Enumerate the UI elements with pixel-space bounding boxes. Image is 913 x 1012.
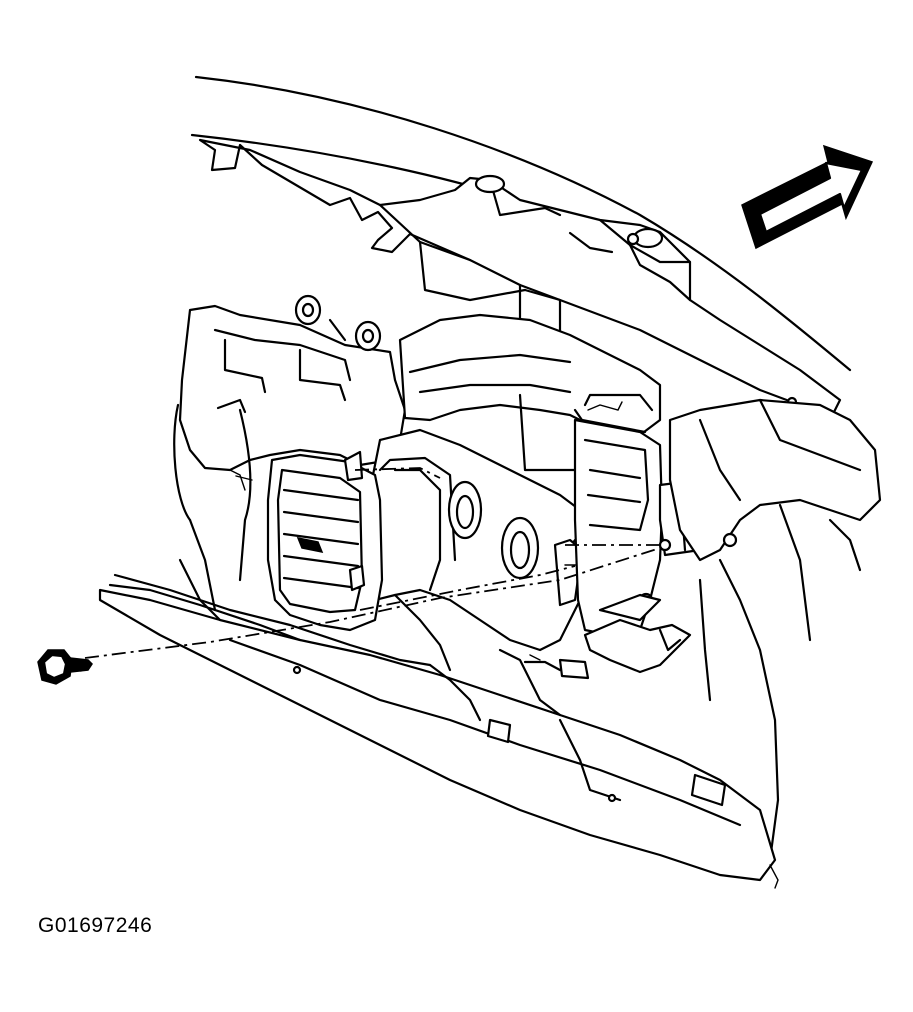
air-vent-icon xyxy=(266,450,384,632)
lower-trim-panel xyxy=(98,558,779,889)
forward-arrow-icon xyxy=(741,144,874,250)
wire-connector xyxy=(523,654,590,680)
bolt-icon xyxy=(37,649,93,685)
figure-id-label: G01697246 xyxy=(38,914,153,937)
center-duct-housing xyxy=(398,313,662,472)
lower-dash-panel xyxy=(368,428,587,652)
instrument-panel-exploded-diagram xyxy=(37,75,882,889)
right-side-panel xyxy=(668,398,882,862)
installation-path-lines xyxy=(84,467,665,659)
